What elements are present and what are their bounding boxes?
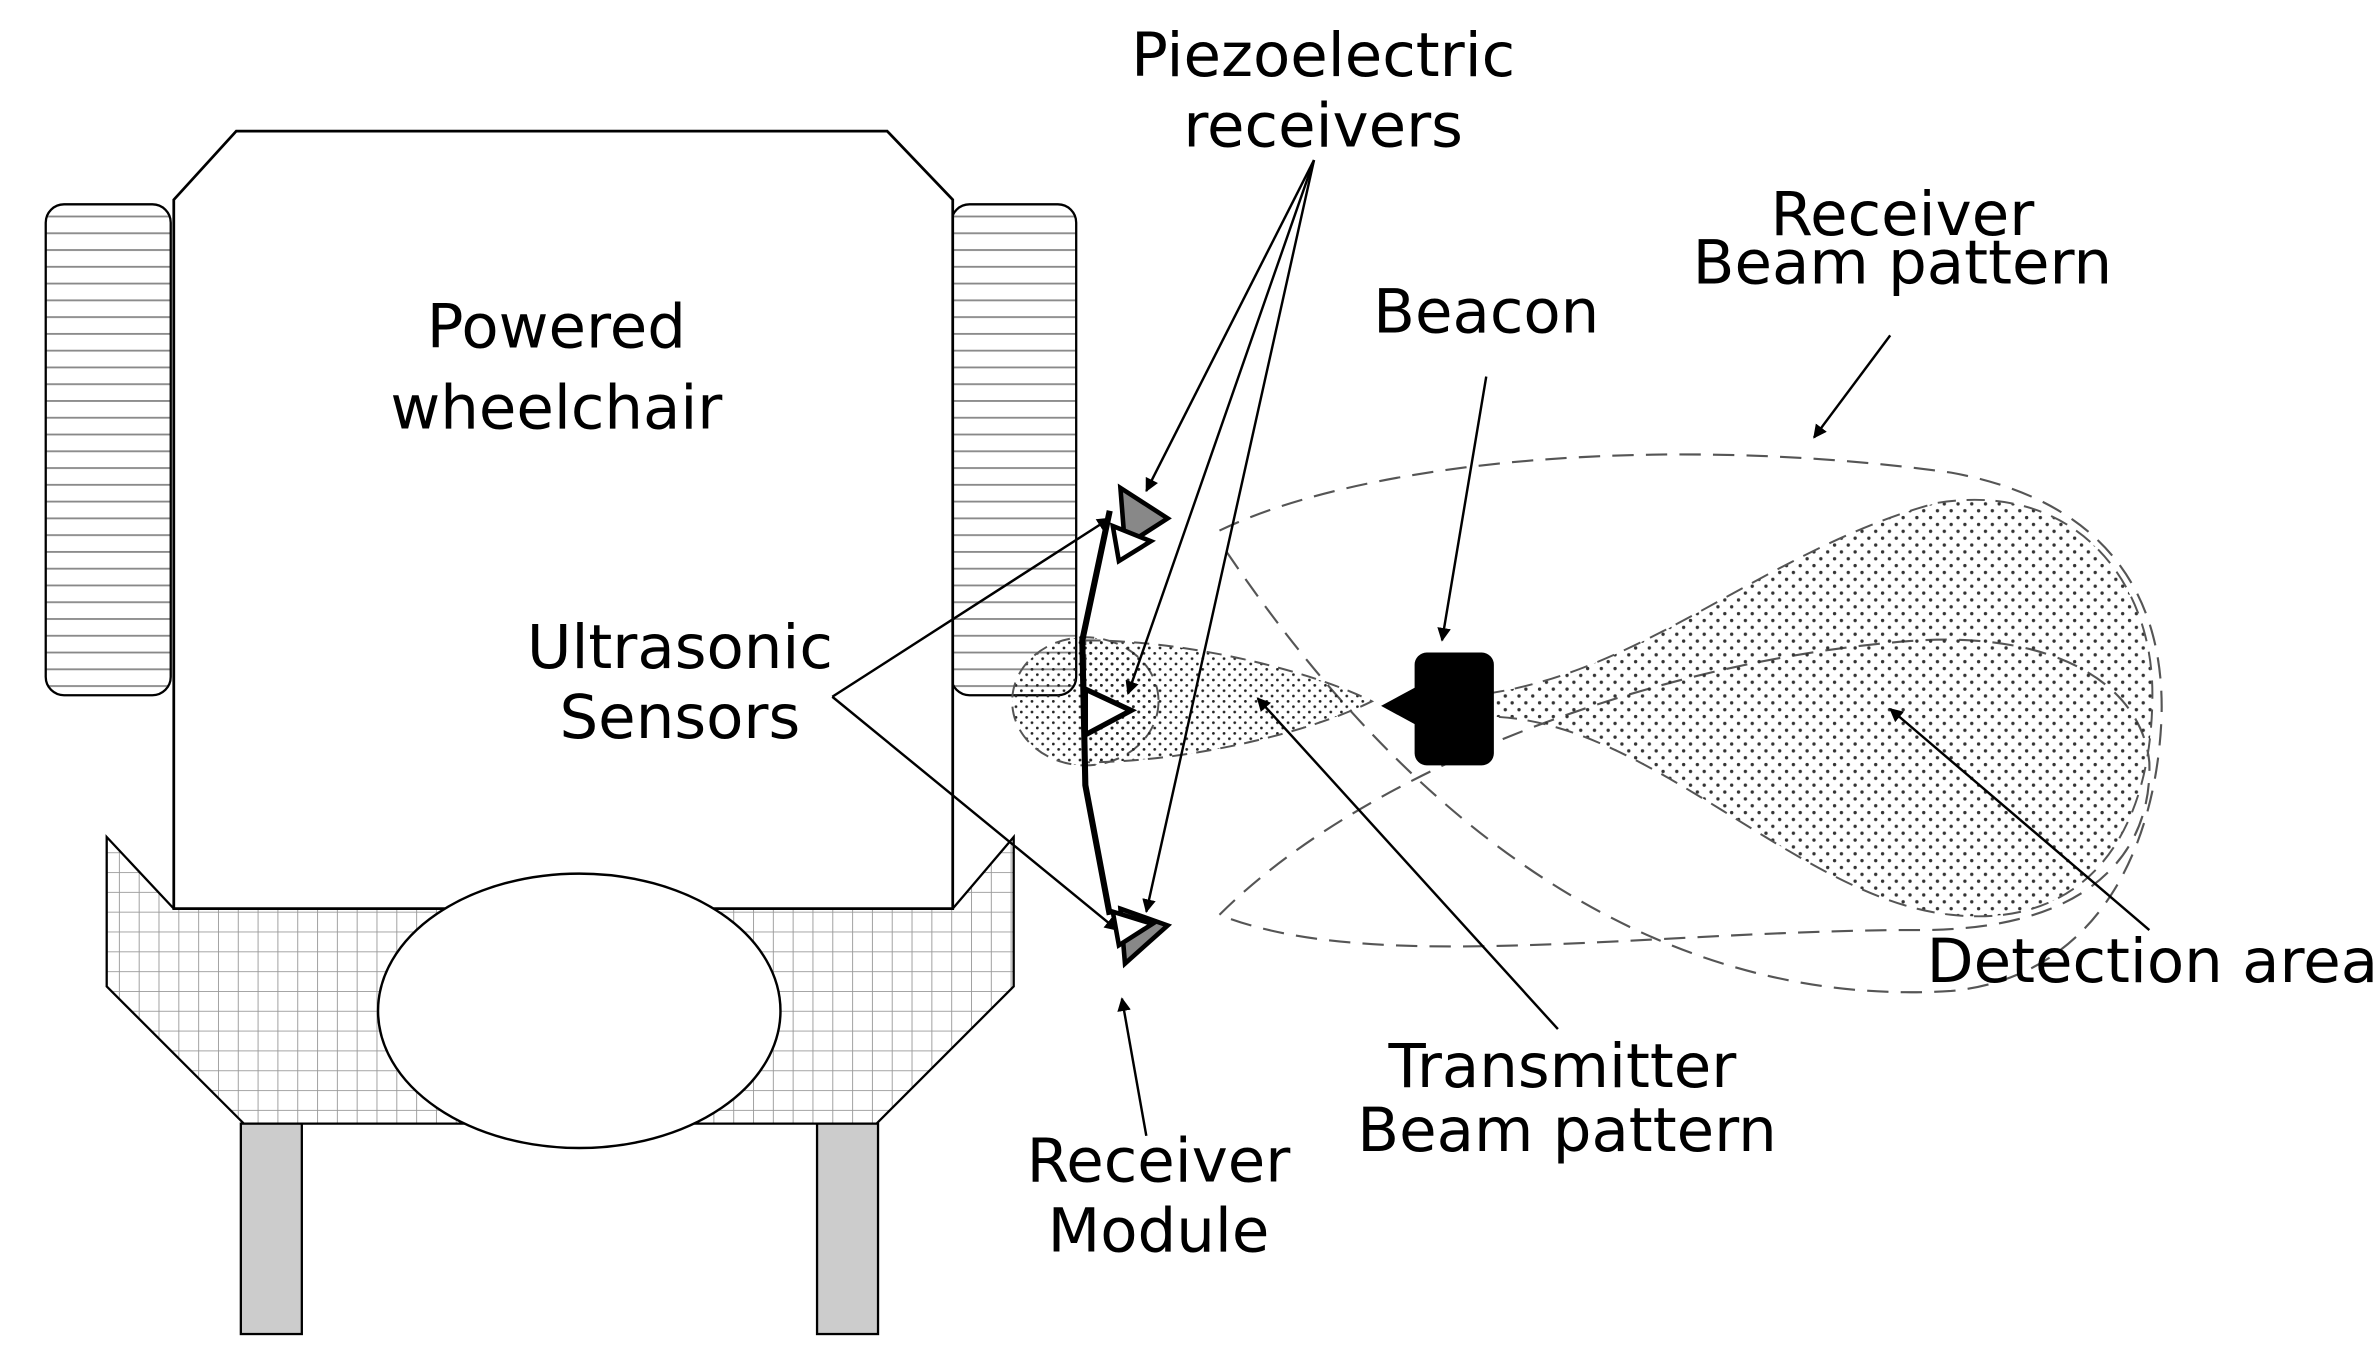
receiver-module xyxy=(1079,483,1173,969)
right-wheel xyxy=(950,203,1078,697)
beacon-emitter xyxy=(1381,686,1418,726)
label-receiver-beam-line1: Receiver xyxy=(1771,179,2036,250)
right-footrest xyxy=(815,1122,880,1336)
arrow-receiver-beam xyxy=(1813,334,1892,439)
label-wheelchair-line1: Powered xyxy=(427,292,686,363)
wheelchair-body xyxy=(172,129,955,911)
label-transmitter-line2: Beam pattern xyxy=(1357,1095,1776,1166)
label-piezo-line1: Piezoelectric xyxy=(1131,20,1515,91)
ultrasonic-sensor-middle xyxy=(1082,684,1138,740)
left-footrest xyxy=(239,1122,303,1336)
left-wheel xyxy=(44,203,172,697)
arrow-beacon xyxy=(1437,376,1488,642)
label-receiver-beam-line2: Beam pattern xyxy=(1693,228,2112,299)
leader-lines xyxy=(831,159,2151,1137)
detection-area xyxy=(1485,498,2154,918)
arrow-piezo-middle xyxy=(1125,159,1316,695)
arrow-transmitter-beam xyxy=(1256,697,1559,1030)
arrow-ultrasonic-bottom xyxy=(831,695,1119,931)
arrow-piezo-bottom xyxy=(1142,159,1316,914)
seat-ellipse xyxy=(376,872,782,1150)
arrow-receiver-module xyxy=(1117,997,1148,1137)
detection-area-region xyxy=(1485,498,2154,918)
ultrasonic-sensor-top xyxy=(1109,522,1156,565)
beacon-body xyxy=(1414,652,1494,766)
wheelchair xyxy=(44,129,1078,1336)
label-beacon: Beacon xyxy=(1373,276,1599,347)
arrow-piezo-top xyxy=(1145,159,1316,493)
arrow-ultrasonic-top xyxy=(831,517,1111,698)
label-piezo-line2: receivers xyxy=(1183,90,1463,161)
receiver-beam-upper-lobe xyxy=(1218,453,2163,994)
label-wheelchair-line2: wheelchair xyxy=(390,372,723,443)
label-transmitter-line1: Transmitter xyxy=(1388,1031,1738,1102)
labels: Piezoelectric receivers Receiver Beam pa… xyxy=(390,20,2378,1266)
label-ultrasonic-line1: Ultrasonic xyxy=(527,612,833,683)
beacon xyxy=(1381,652,1494,766)
label-receiver-module-line2: Module xyxy=(1048,1196,1270,1267)
arrow-detection-area xyxy=(1889,708,2151,931)
transmitter-beam-right xyxy=(1084,639,1375,764)
label-receiver-module-line1: Receiver xyxy=(1027,1126,1292,1197)
label-ultrasonic-line2: Sensors xyxy=(559,682,800,753)
label-detection-area: Detection area xyxy=(1927,926,2378,997)
